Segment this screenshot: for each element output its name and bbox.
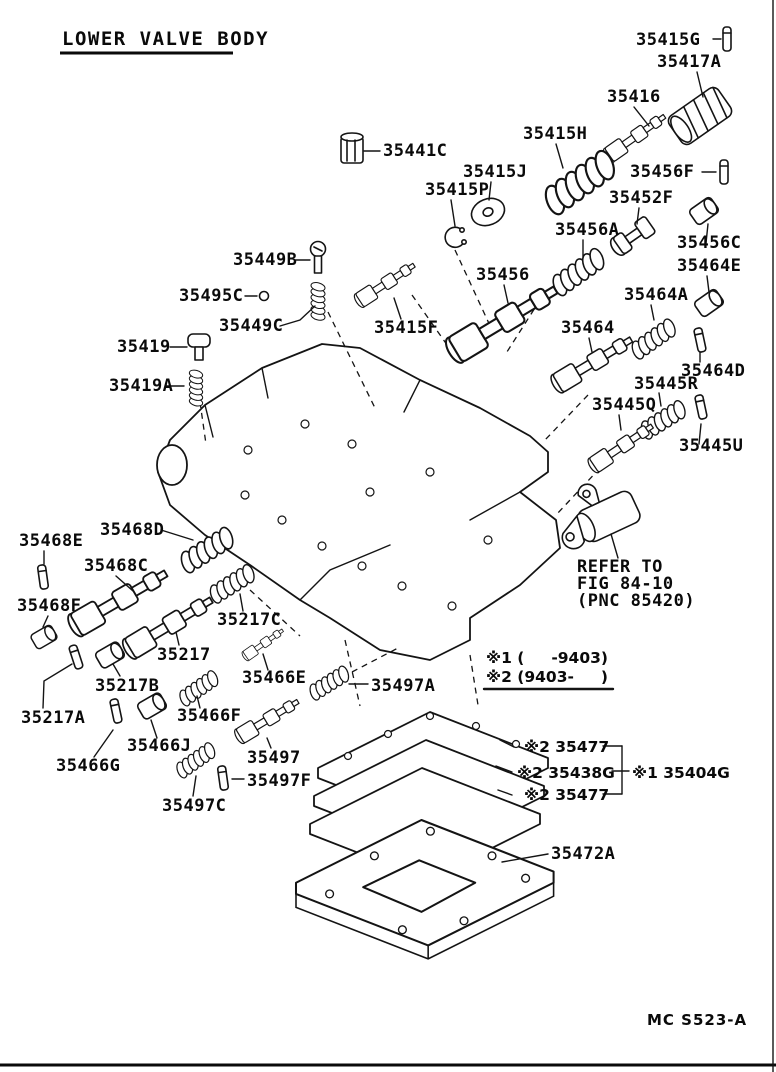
refer-note-line-1: REFER TO <box>577 557 663 577</box>
pin-35445U-drawing <box>693 393 709 421</box>
label-35415F: 35415F <box>374 318 438 338</box>
label-35456: 35456 <box>476 265 530 285</box>
valve-35415F-drawing <box>351 257 419 310</box>
label-35449C: 35449C <box>219 316 283 336</box>
label-35456C: 35456C <box>677 233 741 253</box>
valve-35464-drawing <box>547 329 638 396</box>
pin-35456F-drawing <box>719 159 729 185</box>
bolt-35449B-drawing <box>309 240 327 274</box>
pin-35497F-drawing <box>216 764 230 792</box>
label-35468C: 35468C <box>84 556 148 576</box>
valve-35456-drawing <box>441 276 564 367</box>
figure-code: MC S523-A <box>647 1011 747 1029</box>
refer-note-line-2: FIG 84-10 <box>577 574 674 594</box>
label-35445U: 35445U <box>679 436 743 456</box>
label-35217: 35217 <box>157 645 211 665</box>
label-35456A: 35456A <box>555 220 619 240</box>
legend-line-2: ※2 (9403- ) <box>486 668 608 686</box>
clip-35415P-drawing <box>444 226 468 249</box>
pin-35415G-drawing <box>722 26 732 52</box>
pin-35466G-drawing <box>108 697 124 725</box>
callout-35477-bottom: ※2 35477 <box>524 786 609 804</box>
plug-35456C-drawing <box>687 195 721 227</box>
legend: ※1 ( -9403) ※2 (9403- ) <box>482 649 615 691</box>
label-35417A: 35417A <box>657 52 721 72</box>
plug-35441C-drawing <box>340 132 364 164</box>
spring-35497A-drawing <box>304 662 355 704</box>
spring-35419A-drawing <box>187 368 205 408</box>
label-35466G: 35466G <box>56 756 120 776</box>
legend-line-1: ※1 ( -9403) <box>486 649 608 667</box>
valve-35416-drawing <box>600 108 670 165</box>
label-35497: 35497 <box>247 748 301 768</box>
label-35466E: 35466E <box>242 668 306 688</box>
label-35468D: 35468D <box>100 520 164 540</box>
label-35217A: 35217A <box>21 708 85 728</box>
label-35468F: 35468F <box>17 596 81 616</box>
label-35217C: 35217C <box>217 610 281 630</box>
label-35497F: 35497F <box>247 771 311 791</box>
pin-35464D-drawing <box>692 326 708 354</box>
sleeve-35417A-drawing <box>664 84 736 148</box>
label-35464A: 35464A <box>624 285 688 305</box>
plug-35217B-drawing <box>93 639 127 671</box>
refer-note-line-3: (PNC 85420) <box>577 591 695 611</box>
label-35419A: 35419A <box>109 376 173 396</box>
label-35464E: 35464E <box>677 256 741 276</box>
callout-35477-top: ※2 35477 <box>524 738 609 756</box>
label-35497A: 35497A <box>371 676 435 696</box>
label-35452F: 35452F <box>609 188 673 208</box>
label-35456F: 35456F <box>630 162 694 182</box>
spring-35464A-drawing <box>625 314 682 364</box>
label-35445Q: 35445Q <box>592 395 656 415</box>
label-35415H: 35415H <box>523 124 587 144</box>
label-35466F: 35466F <box>177 706 241 726</box>
label-35464D: 35464D <box>681 361 745 381</box>
label-35441C: 35441C <box>383 141 447 161</box>
label-35464: 35464 <box>561 318 615 338</box>
plug-35419-drawing <box>187 333 211 361</box>
label-35419: 35419 <box>117 337 171 357</box>
refer-note: REFER TO FIG 84-10 (PNC 85420) <box>577 557 695 611</box>
page-title: LOWER VALVE BODY <box>62 28 269 50</box>
part-labels: 35415G 35417A 35416 35441C 35415H 35415J… <box>17 30 745 864</box>
label-35449B: 35449B <box>233 250 297 270</box>
callout-35404G: ※1 35404G <box>632 764 730 782</box>
label-35415G: 35415G <box>636 30 700 50</box>
plate-stack-drawing <box>294 711 555 960</box>
label-35495C: 35495C <box>179 286 243 306</box>
plug-35468F-drawing <box>29 623 59 651</box>
label-35415P: 35415P <box>425 180 489 200</box>
spring-35217C-drawing <box>203 560 261 608</box>
label-35472A: 35472A <box>551 844 615 864</box>
solenoid-85420-drawing <box>561 483 641 550</box>
label-35466J: 35466J <box>127 736 191 756</box>
label-35217B: 35217B <box>95 676 159 696</box>
label-35415J: 35415J <box>463 162 527 182</box>
ring-35495C-drawing <box>258 290 270 302</box>
spring-35449C-drawing <box>309 280 327 323</box>
label-35497C: 35497C <box>162 796 226 816</box>
part-drawings <box>29 26 736 792</box>
label-35445R: 35445R <box>634 374 699 394</box>
plate-callouts: ※2 35477 ※2 35438G ※1 35404G ※2 35477 <box>517 738 730 804</box>
pin-35468E-drawing <box>36 563 50 591</box>
leader-lines <box>42 38 722 863</box>
callout-35438G: ※2 35438G <box>517 764 615 782</box>
label-35416: 35416 <box>607 87 661 107</box>
valve-body-drawing <box>156 343 561 661</box>
label-35468E: 35468E <box>19 531 83 551</box>
pin-35217A-drawing <box>67 643 85 671</box>
